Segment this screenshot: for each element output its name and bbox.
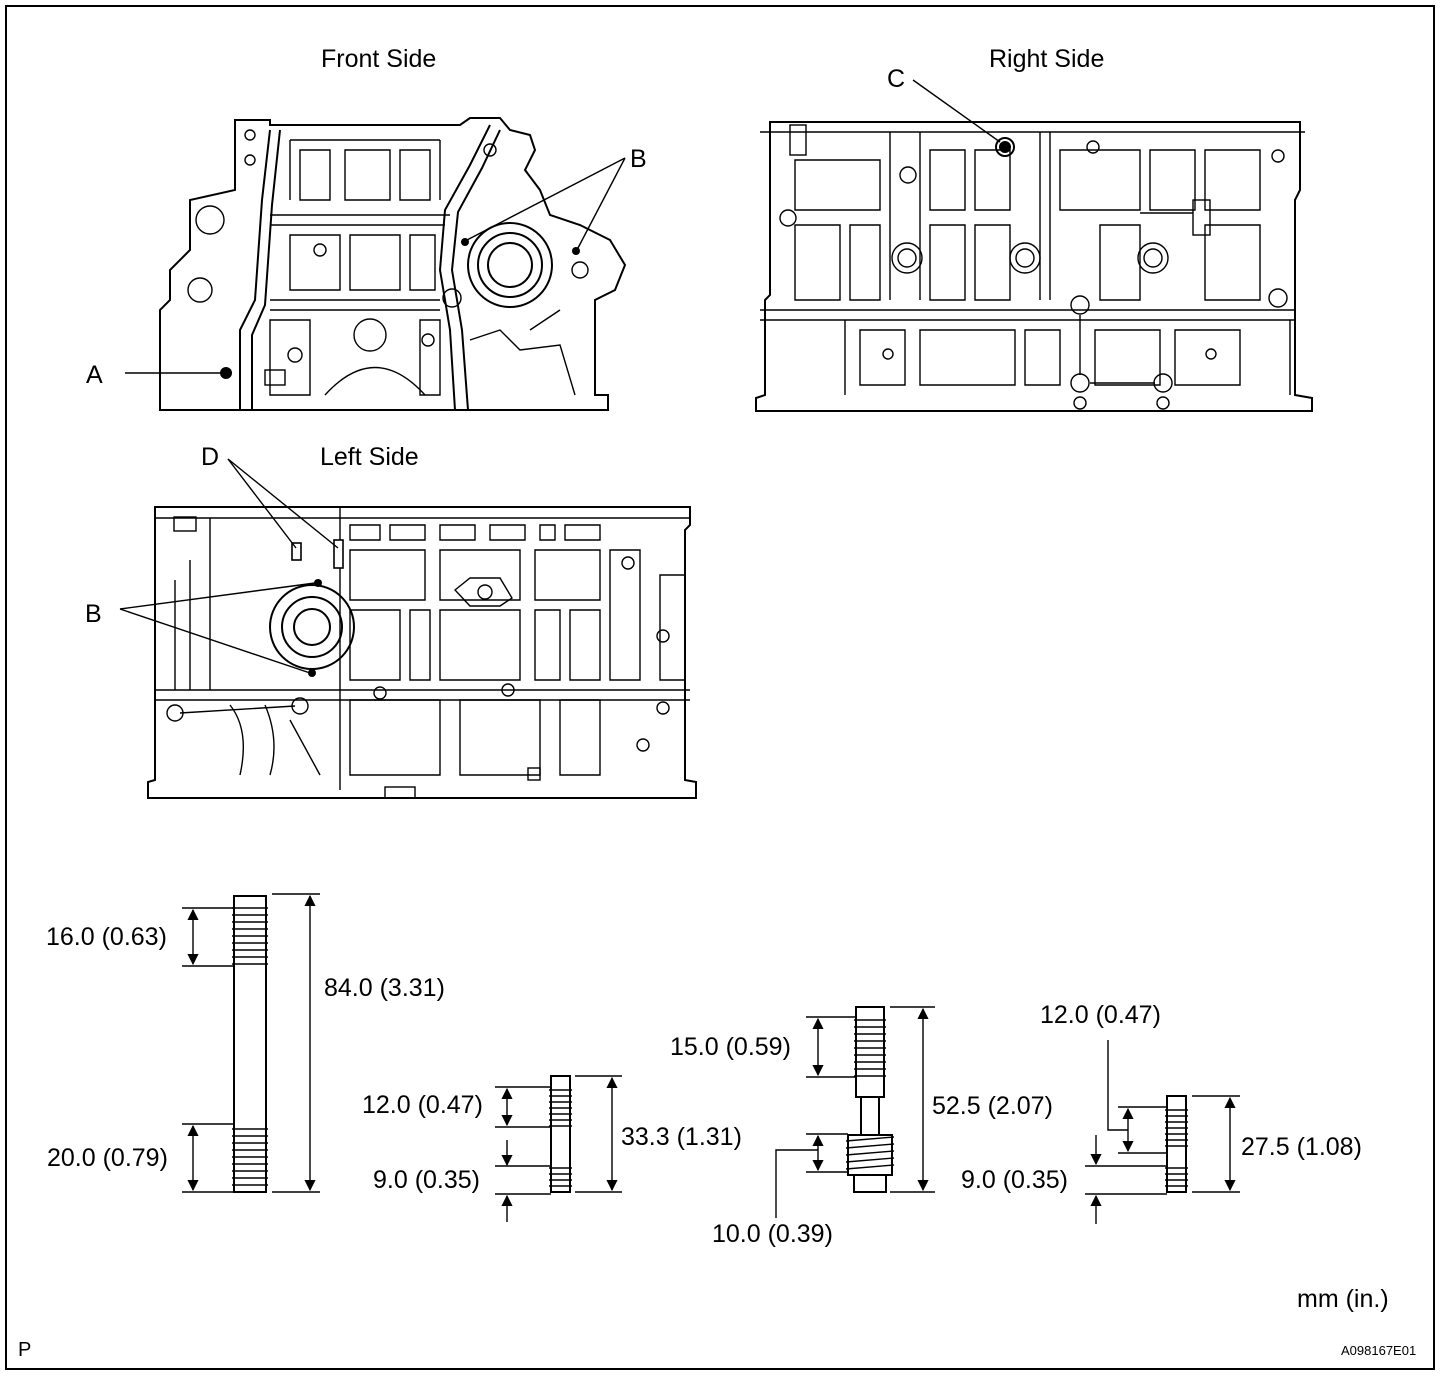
stud-3 [775, 1006, 935, 1218]
stud-2 [495, 1075, 622, 1222]
front-side-block [125, 117, 627, 411]
corner-mark: P [18, 1339, 32, 1361]
stud-3-bottom-dim: 10.0 (0.39) [712, 1220, 833, 1248]
right-side-block [755, 79, 1313, 412]
stud-4-bottom-dim: 9.0 (0.35) [961, 1166, 1069, 1194]
stud-4-top-dim: 12.0 (0.47) [1040, 1001, 1161, 1029]
stud-1-top-dim: 16.0 (0.63) [46, 923, 167, 951]
front-side-title: Front Side [321, 45, 437, 73]
stud-2-top-dim: 12.0 (0.47) [362, 1091, 483, 1119]
stud-3-top-dim: 15.0 (0.59) [670, 1033, 791, 1061]
stud-4-total-dim: 27.5 (1.08) [1241, 1133, 1362, 1161]
stud-1-bottom-dim: 20.0 (0.79) [47, 1144, 168, 1172]
callout-b-left: B [85, 600, 102, 628]
stud-4 [1085, 1040, 1240, 1224]
figure-frame [5, 5, 1435, 1370]
left-side-block [119, 458, 697, 799]
callout-b-front: B [630, 145, 647, 173]
right-side-title: Right Side [989, 45, 1105, 73]
stud-1-total-dim: 84.0 (3.31) [324, 974, 445, 1002]
stud-1 [182, 893, 320, 1193]
stud-3-total-dim: 52.5 (2.07) [932, 1092, 1053, 1120]
stud-2-total-dim: 33.3 (1.31) [621, 1123, 742, 1151]
callout-c: C [887, 65, 906, 93]
units-label: mm (in.) [1297, 1285, 1389, 1313]
figure-code: A098167E01 [1341, 1343, 1417, 1358]
left-side-title: Left Side [320, 443, 419, 471]
callout-d: D [201, 443, 220, 471]
callout-a: A [86, 361, 103, 389]
stud-2-bottom-dim: 9.0 (0.35) [373, 1166, 481, 1194]
